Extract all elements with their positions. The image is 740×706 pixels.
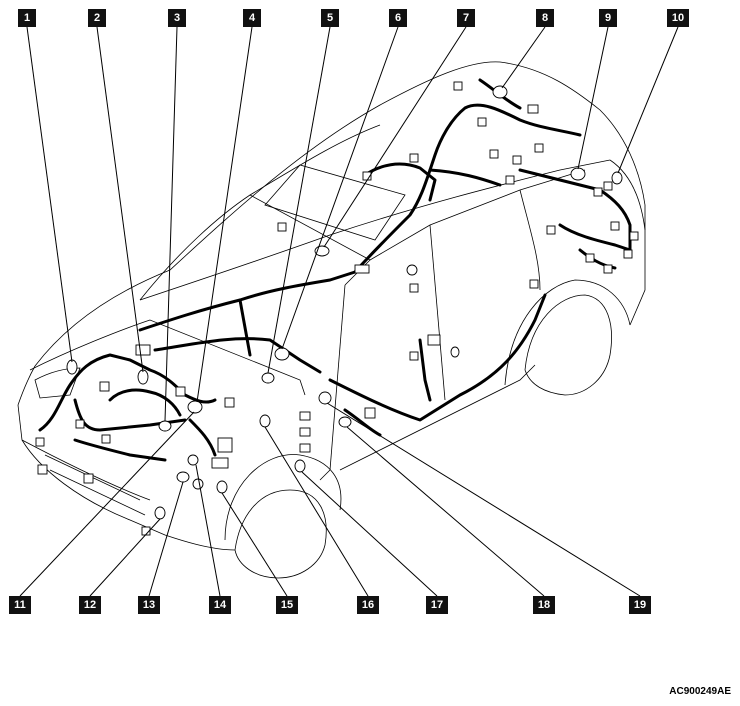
top-label-9: 9 bbox=[599, 9, 617, 27]
svg-text:15: 15 bbox=[281, 599, 293, 611]
bottom-label-15: 15 bbox=[276, 596, 298, 614]
wiring-harness bbox=[38, 78, 632, 462]
svg-text:14: 14 bbox=[214, 599, 227, 611]
top-label-4: 4 bbox=[243, 9, 261, 27]
svg-text:1: 1 bbox=[24, 12, 30, 24]
top-label-6: 6 bbox=[389, 9, 407, 27]
top-label-5: 5 bbox=[321, 9, 339, 27]
svg-text:12: 12 bbox=[84, 599, 96, 611]
svg-text:9: 9 bbox=[605, 12, 611, 24]
svg-text:19: 19 bbox=[634, 599, 646, 611]
bottom-label-12: 12 bbox=[79, 596, 101, 614]
top-label-8: 8 bbox=[536, 9, 554, 27]
bottom-label-14: 14 bbox=[209, 596, 231, 614]
svg-text:3: 3 bbox=[174, 12, 180, 24]
svg-text:18: 18 bbox=[538, 599, 550, 611]
svg-text:7: 7 bbox=[463, 12, 469, 24]
bottom-label-16: 16 bbox=[357, 596, 379, 614]
top-label-2: 2 bbox=[88, 9, 106, 27]
car-body-outline bbox=[17, 61, 646, 579]
svg-text:16: 16 bbox=[362, 599, 374, 611]
bottom-label-11: 11 bbox=[9, 596, 31, 614]
svg-text:5: 5 bbox=[327, 12, 333, 24]
bottom-label-13: 13 bbox=[138, 596, 160, 614]
leader-lines bbox=[19, 26, 679, 597]
svg-text:4: 4 bbox=[249, 12, 256, 24]
svg-text:13: 13 bbox=[143, 599, 155, 611]
top-label-3: 3 bbox=[168, 9, 186, 27]
svg-text:2: 2 bbox=[94, 12, 100, 24]
connectors bbox=[35, 81, 639, 536]
figure-code: AC900249AE bbox=[669, 686, 731, 697]
svg-text:6: 6 bbox=[395, 12, 401, 24]
svg-text:17: 17 bbox=[431, 599, 443, 611]
svg-text:8: 8 bbox=[542, 12, 548, 24]
ground-points bbox=[66, 85, 623, 520]
bottom-label-17: 17 bbox=[426, 596, 448, 614]
top-label-7: 7 bbox=[457, 9, 475, 27]
bottom-label-19: 19 bbox=[629, 596, 651, 614]
top-label-1: 1 bbox=[18, 9, 36, 27]
svg-text:11: 11 bbox=[14, 599, 26, 611]
svg-text:10: 10 bbox=[672, 12, 684, 24]
bottom-label-18: 18 bbox=[533, 596, 555, 614]
top-label-10: 10 bbox=[667, 9, 689, 27]
